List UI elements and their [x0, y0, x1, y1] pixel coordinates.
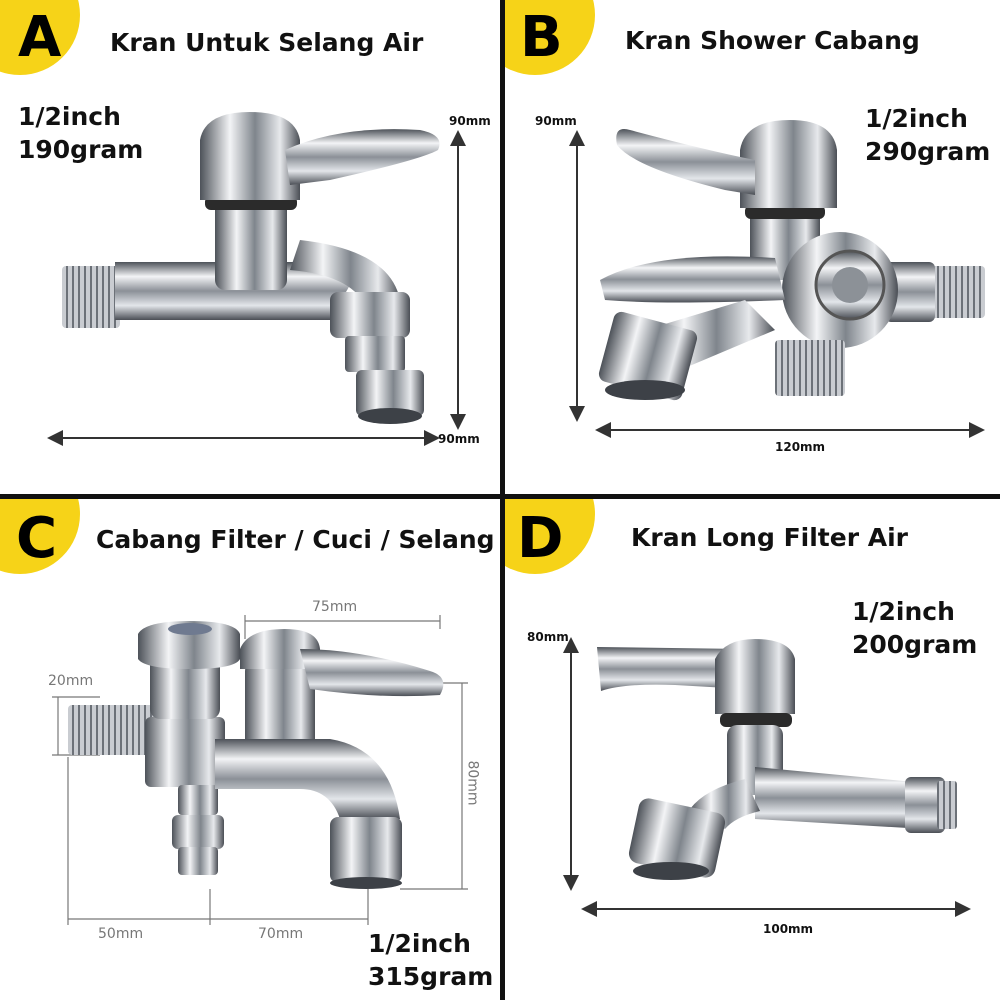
title-a: Kran Untuk Selang Air [110, 28, 424, 57]
panel-b: B Kran Shower Cabang 1/2inch 290gram 90m… [505, 0, 1000, 494]
badge-b-letter: B [520, 5, 563, 70]
weight-a: 190gram [18, 135, 144, 164]
badge-d-letter: D [517, 506, 564, 571]
size-b: 1/2inch [865, 104, 968, 133]
dimension-lines-a [47, 130, 466, 446]
title-b: Kran Shower Cabang [625, 26, 920, 55]
dual-branch-faucet-photo [68, 621, 444, 889]
badge-a: A [0, 0, 80, 75]
dim-width-d: 100mm [763, 922, 814, 936]
size-d: 1/2inch [852, 597, 955, 626]
title-c: Cabang Filter / Cuci / Selang [96, 525, 495, 554]
size-a: 1/2inch [18, 102, 121, 131]
dim-top-c: 75mm [312, 599, 358, 615]
badge-c-letter: C [16, 506, 58, 571]
hose-faucet-photo [62, 112, 440, 424]
badge-a-letter: A [18, 5, 62, 70]
spec-b: 1/2inch 290gram [865, 102, 990, 168]
panel-a: A Kran Untuk Selang Air 1/2inch 190gram … [0, 0, 500, 494]
dim-height-d: 80mm [527, 630, 569, 644]
dimension-lines-d [563, 637, 971, 917]
weight-b: 290gram [865, 137, 991, 166]
branch-shower-faucet-photo [598, 120, 985, 401]
spec-a: 1/2inch 190gram [18, 100, 143, 166]
long-filter-faucet-photo [597, 639, 957, 880]
title-d: Kran Long Filter Air [631, 523, 908, 552]
dim-height-a: 90mm [449, 114, 491, 128]
panel-d: D Kran Long Filter Air 1/2inch 200gram 8… [505, 499, 1000, 1000]
weight-d: 200gram [852, 630, 978, 659]
size-c: 1/2inch [368, 929, 471, 958]
spec-c: 1/2inch 315gram [368, 927, 493, 993]
vertical-divider [500, 0, 505, 1000]
dim-bottom-right-c: 70mm [258, 926, 304, 942]
dim-width-b: 120mm [775, 440, 826, 454]
weight-c: 315gram [368, 962, 494, 991]
dim-width-a: 90mm [438, 432, 480, 446]
dim-side-left-c: 20mm [48, 673, 94, 689]
dimension-lines-c [52, 615, 468, 925]
panel-c: C Cabang Filter / Cuci / Selang 75mm 20m… [0, 499, 500, 1000]
horizontal-divider [0, 494, 1000, 499]
dim-bottom-left-c: 50mm [98, 926, 144, 942]
spec-d: 1/2inch 200gram [852, 595, 977, 661]
dimension-lines-b [569, 130, 985, 438]
dim-height-b: 90mm [535, 114, 577, 128]
